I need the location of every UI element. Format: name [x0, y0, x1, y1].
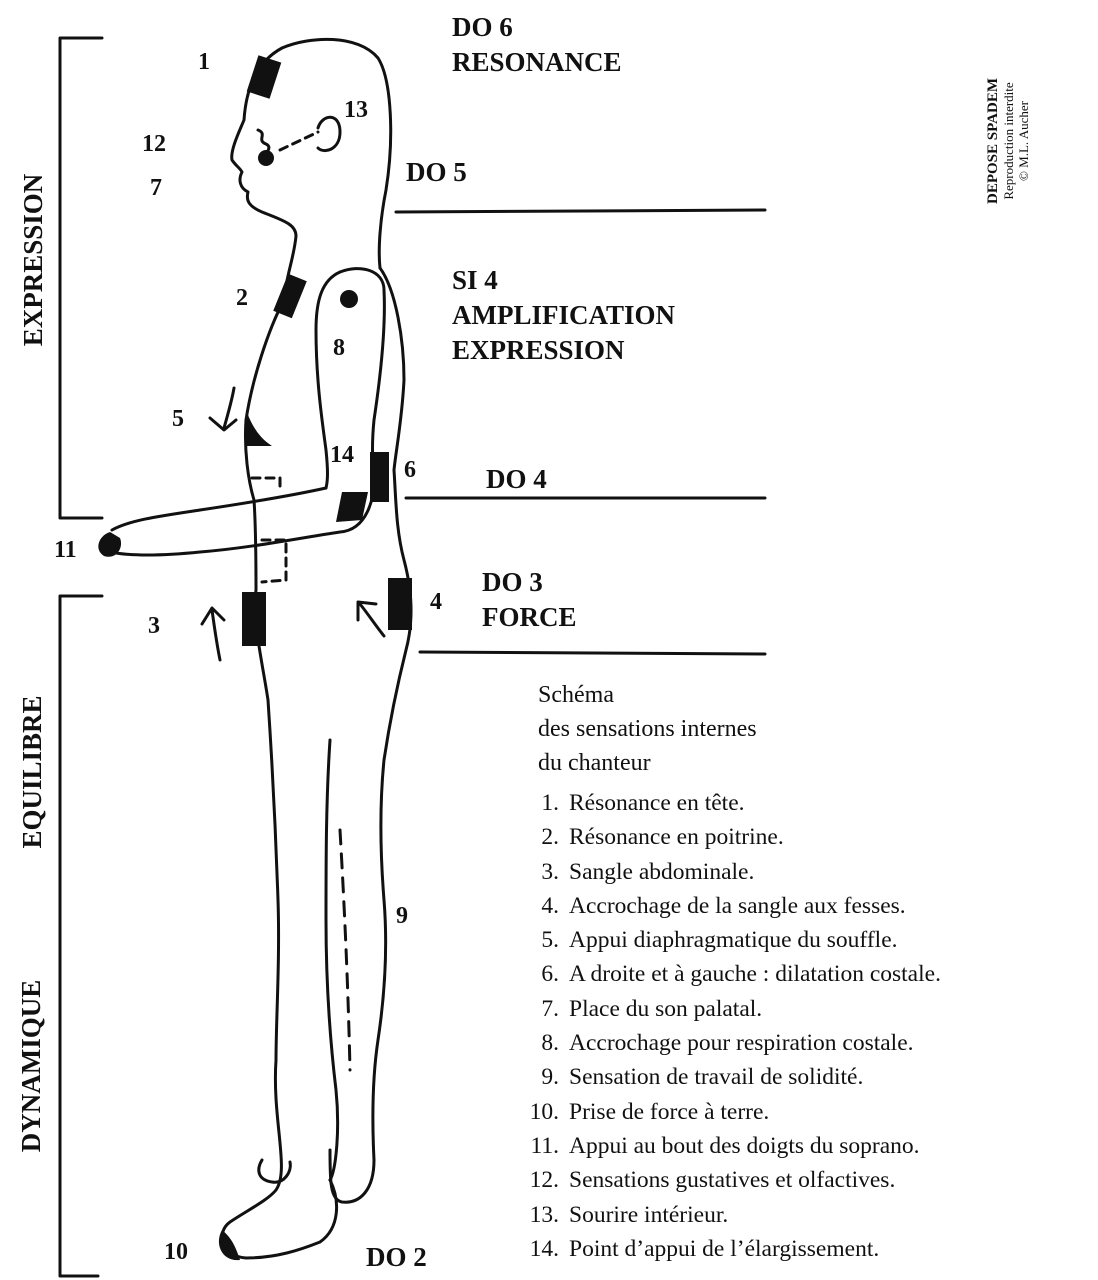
do2-label: DO 2 [366, 1240, 427, 1275]
legend-item: 13.Sourire intérieur. [511, 1202, 941, 1236]
do3-label: DO 3 FORCE [482, 565, 577, 635]
dynamique-bracket [60, 596, 102, 1276]
expression-bracket [60, 38, 102, 518]
leg-dashed-line [340, 830, 350, 1070]
legend-item: 11.Appui au bout des doigts du soprano. [511, 1133, 941, 1167]
point-label-9: 9 [396, 904, 408, 928]
back-outline [330, 268, 411, 1202]
dynamique-label: DYNAMIQUE [16, 956, 48, 1176]
point-label-10: 10 [164, 1240, 188, 1264]
si4-label: SI 4 AMPLIFICATION EXPRESSION [452, 263, 675, 368]
ear-outline [318, 117, 340, 150]
arrow-3-icon [202, 608, 224, 660]
do3-level-line [420, 652, 765, 654]
point-label-4: 4 [430, 590, 442, 614]
point-label-1: 1 [198, 50, 210, 74]
equilibre-label: EQUILIBRE [17, 667, 49, 877]
do5-label: DO 5 [406, 155, 467, 190]
do5-level-line [396, 210, 765, 212]
mark-5-diaphragm [246, 410, 272, 446]
mark-3-abdomen [242, 592, 266, 646]
point-label-2: 2 [236, 286, 248, 310]
mark-10-foot [219, 1230, 240, 1260]
point-label-6: 6 [404, 458, 416, 482]
legend-item: 8.Accrochage pour respiration costale. [511, 1030, 941, 1064]
legend-list: 1.Résonance en tête. 2.Résonance en poit… [511, 790, 941, 1270]
point-label-11: 11 [54, 538, 77, 562]
point-label-8: 8 [333, 336, 345, 360]
legend-item: 12.Sensations gustatives et olfactives. [511, 1167, 941, 1201]
legend-item: 14.Point d’appui de l’élargissement. [511, 1236, 941, 1270]
arrow-5-icon [210, 388, 236, 430]
leg-line-front [326, 740, 338, 1180]
do4-label: DO 4 [486, 462, 547, 497]
legend-item: 6.A droite et à gauche : dilatation cost… [511, 961, 941, 995]
front-torso-outline [222, 300, 337, 1258]
do6-label: DO 6 RESONANCE [452, 10, 622, 80]
point-label-3: 3 [148, 614, 160, 638]
mark-6-ribs [370, 452, 389, 502]
point-label-13: 13 [344, 98, 368, 122]
forearm-top-outline [112, 488, 326, 530]
face-dashed-line [280, 132, 318, 150]
point-label-12: 12 [142, 132, 166, 156]
legend-item: 2.Résonance en poitrine. [511, 824, 941, 858]
legend-item: 9.Sensation de travail de solidité. [511, 1064, 941, 1098]
point-label-7: 7 [150, 176, 162, 200]
mark-1-head [247, 55, 282, 99]
mark-7-palate [258, 150, 274, 166]
legend-item: 10.Prise de force à terre. [511, 1099, 941, 1133]
point-label-14: 14 [330, 443, 354, 467]
legend-item: 3.Sangle abdominale. [511, 859, 941, 893]
expression-label: EXPRESSION [18, 140, 50, 380]
copyright-notice: DEPOSE SPADEM Reproduction interdite © M… [985, 51, 1055, 231]
mark-4-buttocks [388, 578, 412, 630]
point-label-5: 5 [172, 407, 184, 431]
mark-2-chest [273, 274, 307, 319]
diagram-caption: Schéma des sensations internes du chante… [538, 678, 757, 780]
legend-item: 5.Appui diaphragmatique du souffle. [511, 927, 941, 961]
legend-item: 1.Résonance en tête. [511, 790, 941, 824]
legend-item: 4.Accrochage de la sangle aux fesses. [511, 893, 941, 927]
arrow-4-icon [358, 602, 384, 636]
forearm-outline [110, 470, 374, 555]
legend-item: 7.Place du son palatal. [511, 996, 941, 1030]
foot-back [259, 1160, 290, 1182]
head-outline [282, 39, 391, 268]
mark-8-shoulder [340, 290, 358, 308]
